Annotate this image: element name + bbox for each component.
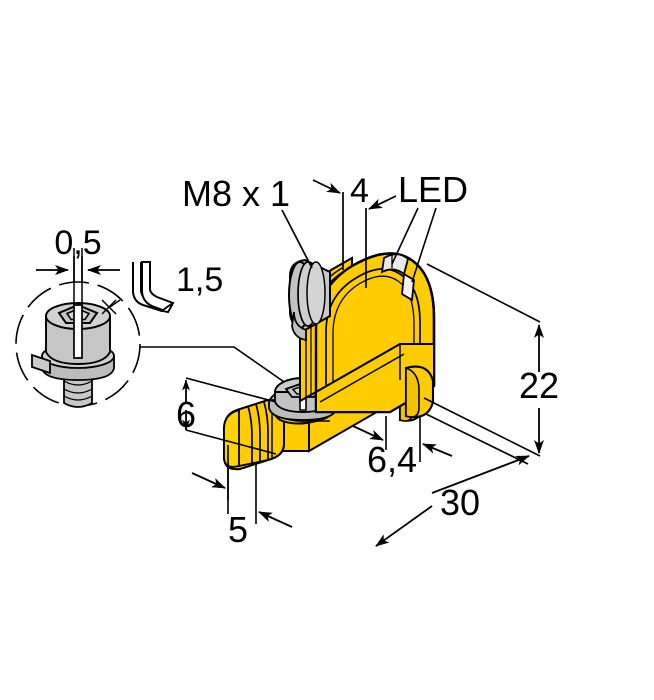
hex-key-group: 1,5 xyxy=(132,261,223,314)
dim-30-ext-right xyxy=(425,413,529,465)
dim-30-label: 30 xyxy=(440,482,480,523)
dim-slot-width: 0,5 xyxy=(36,224,120,282)
label-m8-thread: M8 x 1 xyxy=(182,173,290,214)
dim-slot-width-label: 0,5 xyxy=(54,224,101,262)
label-led: LED xyxy=(398,169,468,210)
slot-tick-mark xyxy=(101,299,121,315)
dim-4-label: 4 xyxy=(350,172,369,210)
dim-64-label: 6,4 xyxy=(367,439,417,480)
hex-key-label: 1,5 xyxy=(176,261,223,299)
dim-22-ext-top xyxy=(426,263,541,323)
hex-key-icon xyxy=(132,261,175,314)
dim-22-label: 22 xyxy=(519,365,559,406)
led-window xyxy=(380,253,415,302)
dim-6-group: 6 xyxy=(176,377,277,455)
dim-5-label: 5 xyxy=(228,509,248,550)
dim-64-group: 6,4 xyxy=(352,416,453,480)
dim-4-group: 4 xyxy=(312,172,397,288)
screw-detail-group: 0,5 xyxy=(15,224,141,408)
dim-6-ext-top xyxy=(185,377,277,403)
m8-connector xyxy=(288,258,331,342)
screw-shaft xyxy=(63,374,93,408)
dim-22-group: 22 xyxy=(423,263,559,457)
dim-6-ext-bottom xyxy=(185,429,277,455)
leader-m8 xyxy=(281,209,313,269)
dim-22-ext-bottom xyxy=(423,397,541,457)
dim-30-group: 30 xyxy=(227,413,530,547)
leader-led xyxy=(391,207,437,283)
dim-5-group: 5 xyxy=(191,445,293,550)
screw-tab xyxy=(31,353,51,375)
dim-6-label: 6 xyxy=(176,394,196,435)
